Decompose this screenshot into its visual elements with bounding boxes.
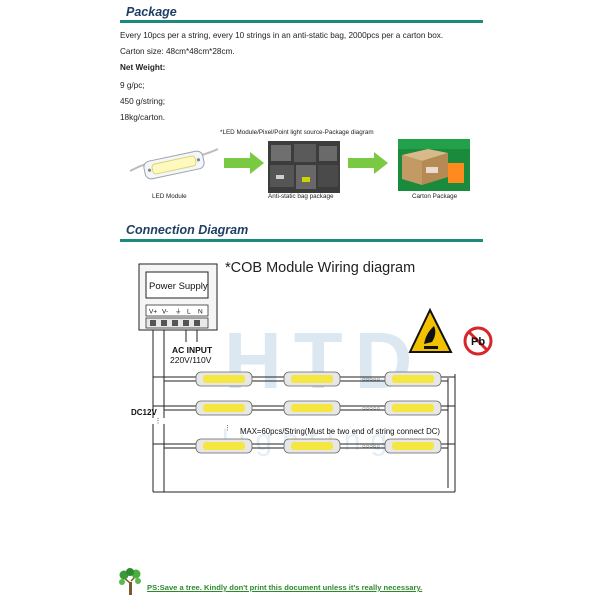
lead-free-prohibition-icon: Pb: [463, 326, 493, 356]
carton-package-photo: [398, 139, 470, 191]
svg-text:⋮: ⋮: [155, 418, 162, 425]
power-supply-label: Power Supply: [149, 281, 208, 292]
package-divider: [120, 20, 483, 23]
net-weight-label: Net Weight:: [120, 63, 166, 72]
wiring-diagram: HTD lighting *COB Module Wiring diagram …: [131, 260, 493, 493]
terminal-ground: ⏚: [175, 308, 182, 316]
weight-per-piece: 9 g/pc;: [120, 81, 145, 90]
tree-icon: [119, 568, 141, 595]
weight-per-string: 450 g/string;: [120, 97, 166, 106]
ellipsis: ○○○○○: [362, 406, 380, 412]
connection-divider: [120, 239, 483, 242]
terminal-v-plus: V+: [149, 309, 157, 316]
ellipsis: ○○○○○: [362, 377, 380, 383]
package-line-2: Carton size: 48cm*48cm*28cm.: [120, 47, 235, 56]
arrow-icon: [348, 152, 388, 174]
wiring-title: *COB Module Wiring diagram: [225, 260, 415, 276]
anti-static-bag-photo: [268, 141, 340, 193]
caption-carton: Carton Package: [412, 193, 458, 200]
led-string-1: ○○○○○: [153, 371, 455, 387]
weight-per-carton: 18kg/carton.: [120, 113, 166, 122]
terminal-n: N: [198, 309, 203, 316]
vertical-ellipsis: ⋮: [224, 425, 231, 432]
footer-note: PS:Save a tree. Kindly don't print this …: [147, 583, 423, 592]
ellipsis: ○○○○○: [362, 444, 380, 450]
terminal-l: L: [187, 309, 191, 316]
pb-label: Pb: [471, 336, 485, 348]
led-string-3: ○○○○○: [153, 438, 455, 454]
package-title: Package: [126, 5, 177, 19]
caption-anti-static-bag: Anti-static bag package: [268, 193, 334, 200]
connection-title: Connection Diagram: [126, 223, 249, 237]
package-diagram-title: *LED Module/Pixel/Point light source-Pac…: [220, 129, 374, 136]
caption-led-module: LED Module: [152, 193, 187, 200]
led-string-2: ○○○○○: [153, 400, 455, 416]
esd-warning-icon: [408, 307, 453, 353]
watermark-letters: HTD: [224, 316, 424, 405]
package-line-1: Every 10pcs per a string, every 10 strin…: [120, 31, 444, 40]
terminal-v-minus: V-: [162, 309, 168, 316]
ac-input-label: AC INPUT: [172, 345, 213, 355]
arrow-icon: [224, 152, 264, 174]
max-string-note: MAX=60pcs/String(Must be two end of stri…: [240, 427, 440, 436]
ac-voltage: 220V/110V: [170, 355, 212, 365]
dc-label: DC12V: [131, 408, 157, 417]
led-module-photo: [129, 148, 219, 180]
